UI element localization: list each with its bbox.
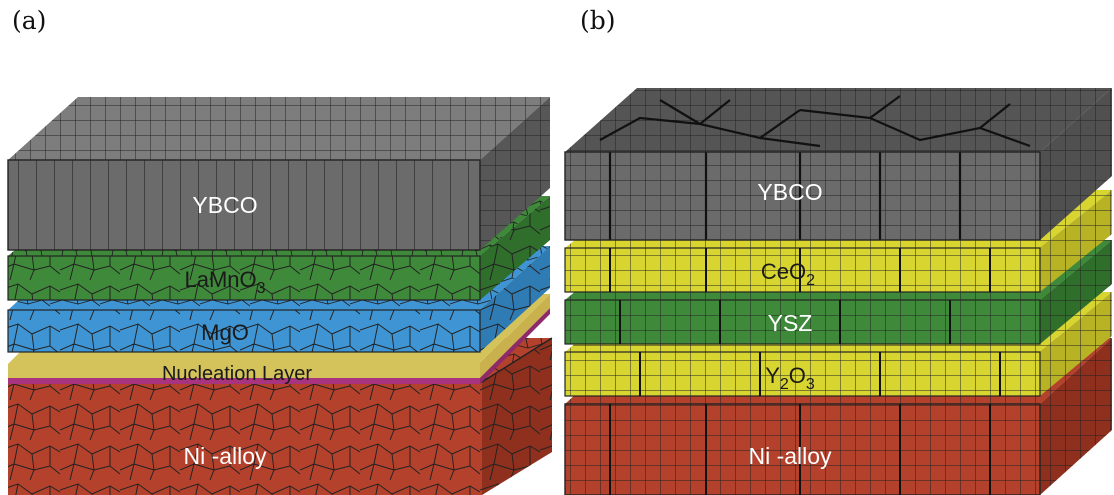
panel-a-ni-alloy-label: Ni -alloy [183,443,267,469]
panel-a-ybco-label: YBCO [192,192,257,218]
panel-a-ybco-layer [7,97,550,251]
panel-a-mgo-label: MgO [201,320,249,345]
panel-a-ni-alloy-layer [8,337,553,495]
panel-b: YBCO CeO2 YSZ Y2O3 Ni -alloy [564,88,1112,495]
panel-b-label: (b) [580,6,616,35]
panel-b-ni-alloy-label: Ni -alloy [748,443,832,469]
panel-a-nucleation-label: Nucleation Layer [162,363,312,385]
panel-b-ybco-layer [564,88,1112,241]
panel-b-ybco-label: YBCO [757,179,822,205]
panel-a-lamno3-label: LaMnO3 [184,267,265,297]
panel-b-ceo2-label: CeO2 [761,259,815,289]
panel-a-label: (a) [12,6,47,35]
panel-a: YBCO LaMnO3 MgO Nucleation Layer Ni -all… [7,97,553,495]
panel-b-y2o3-label: Y2O3 [765,363,815,393]
panel-b-ysz-label: YSZ [768,310,813,336]
